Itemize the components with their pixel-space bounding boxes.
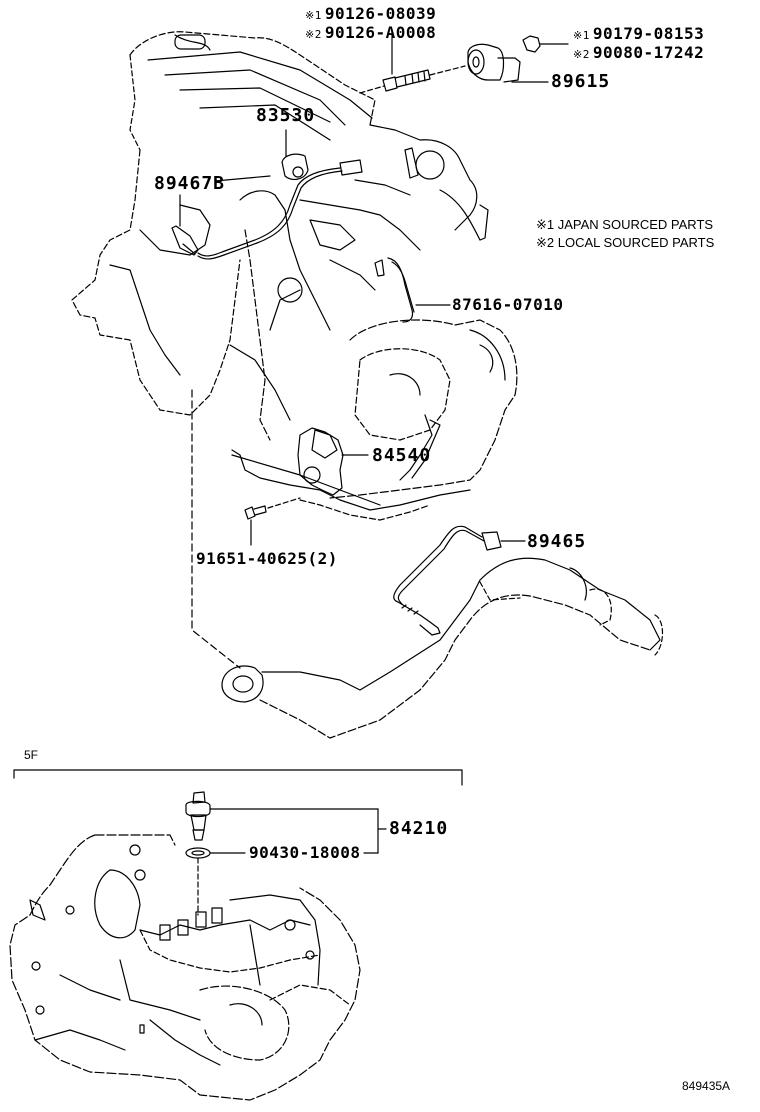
neutral-start-switch-part [297,427,369,496]
engine-block-outline [71,31,518,521]
nut-part [522,35,569,53]
neutral-start-switch-label[interactable]: 84540 [372,445,432,466]
oxygen-sensor-upper-part [171,159,363,260]
bolt-label[interactable]: 91651-40625(2) [196,549,338,568]
section-5f-bracket [13,769,463,786]
wiring-clamp-label[interactable]: 87616-07010 [452,295,564,314]
legend-text-1: JAPAN SOURCED PARTS [557,217,714,232]
wiring-clamp-part [374,257,451,323]
backup-light-switch-label[interactable]: 84210 [389,818,449,839]
oxygen-sensor-lower-label[interactable]: 89465 [527,531,587,552]
local-mark: ※2 [305,28,322,41]
backup-light-switch-part [185,791,387,854]
gasket-part [185,847,246,916]
exhaust-alignment-leader [191,389,241,669]
oil-pressure-switch-part [281,129,309,180]
exhaust-pipe-outline [221,557,664,739]
knock-sensor-label[interactable]: 89615 [551,71,611,92]
stud-bolt-japan-pn[interactable]: 90126-08039 [324,4,437,23]
legend-mark-2: ※2 [536,235,555,250]
japan-mark: ※1 [573,29,590,42]
nut-japan-pn[interactable]: 90179-08153 [592,24,705,43]
legend-mark-1: ※1 [536,217,555,232]
transmission-outline [9,834,361,1101]
stud-bolt-local-pn[interactable]: 90126-A0008 [324,23,437,42]
gasket-label[interactable]: 90430-18008 [249,843,361,862]
knock-sensor-part [467,43,549,83]
oil-pressure-switch-label[interactable]: 83530 [256,105,316,126]
legend-text-2: LOCAL SOURCED PARTS [557,235,715,250]
legend-local-sourced: ※2 LOCAL SOURCED PARTS [536,234,714,252]
stud-bolt-part [359,29,466,94]
figure-id: 849435A [682,1079,731,1093]
section-label: 5F [24,748,39,762]
oxygen-sensor-lower-part [393,525,526,636]
legend-japan-sourced: ※1 JAPAN SOURCED PARTS [536,216,713,234]
oxygen-sensor-upper-label[interactable]: 89467B [154,173,226,194]
japan-mark: ※1 [305,9,322,22]
local-mark: ※2 [573,48,590,61]
bolt-part [244,497,301,546]
nut-local-pn[interactable]: 90080-17242 [592,43,705,62]
